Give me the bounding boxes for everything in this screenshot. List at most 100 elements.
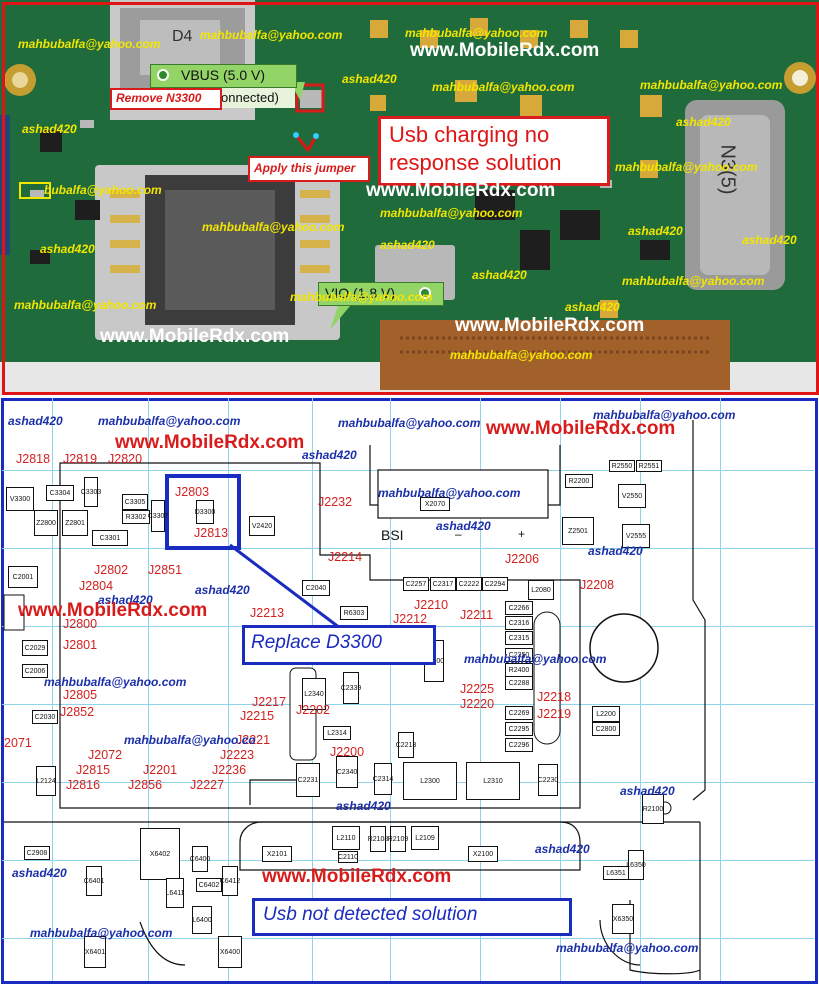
component: C2231	[296, 763, 320, 797]
watermark-email: mahbubalfa@yahoo.com	[30, 926, 173, 940]
component: C2295	[505, 722, 533, 736]
vbus-callout: VBUS (5.0 V)	[150, 64, 297, 88]
watermark-email: mahbubalfa@yahoo.com	[378, 486, 521, 500]
ref-label: J2217	[252, 695, 287, 709]
component: C2040	[302, 580, 330, 596]
watermark-site: www.MobileRdx.com	[115, 432, 305, 453]
component: X6350	[612, 904, 634, 934]
ref-label: J2214	[328, 550, 363, 564]
component: V3300	[6, 487, 34, 511]
component: L6400	[192, 906, 212, 934]
ref-label: 2071	[4, 736, 32, 750]
watermark-email: mahbubalfa@yahoo.com	[18, 37, 161, 51]
ref-label: J2221	[236, 733, 271, 747]
ref-label: J2072	[88, 748, 123, 762]
watermark-site: www.MobileRdx.com	[486, 418, 676, 439]
watermark-email: mahbubalfa@yahoo.com	[622, 274, 765, 288]
component: Z2801	[62, 510, 88, 536]
ref-label: J2813	[194, 526, 229, 540]
top-title-line1: Usb charging no	[389, 122, 550, 147]
ref-label: J2202	[296, 703, 331, 717]
watermark-email: mahbubalfa@yahoo.com	[290, 290, 433, 304]
component: V2420	[249, 516, 275, 536]
watermark-user: ashad420	[380, 238, 435, 252]
green-dot-icon	[157, 69, 169, 81]
watermark-email: mahbubalfa@yahoo.com	[200, 28, 343, 42]
ref-label: J2803	[175, 485, 210, 499]
component: D3300	[195, 500, 215, 524]
watermark-email: mahbubalfa@yahoo.com	[615, 160, 758, 174]
green-dot-icon	[419, 287, 431, 299]
ref-label: J2818	[16, 452, 51, 466]
jumper-callout: Apply this jumper	[248, 156, 370, 182]
watermark-site: www.MobileRdx.com	[410, 40, 600, 61]
component: C2288	[505, 676, 533, 690]
component: C3303	[81, 477, 101, 507]
ref-label: J2208	[580, 578, 615, 592]
ref-label: J2819	[63, 452, 98, 466]
ref-label: J2820	[108, 452, 143, 466]
watermark-site: www.MobileRdx.com	[262, 866, 452, 887]
component: R2550	[609, 460, 635, 472]
watermark-email: mahbubalfa@yahoo.com	[202, 220, 345, 234]
watermark-user: ashad420	[535, 842, 590, 856]
ref-label: J2201	[143, 763, 178, 777]
component: Z2501	[562, 517, 594, 545]
component: C2266	[505, 601, 533, 615]
watermark-email: mahbubalfa@yahoo.com	[640, 78, 783, 92]
watermark-email: mahbubalfa@yahoo.com	[405, 26, 548, 40]
watermark-email-partial: mahbubalfa@yahoo.co	[124, 733, 256, 747]
component: V2555	[622, 524, 650, 548]
bottom-title-box: Usb not detected solution	[252, 898, 572, 936]
watermark-user: ashad420	[565, 300, 620, 314]
component: Z2800	[34, 510, 58, 536]
watermark-user: ashad420	[472, 268, 527, 282]
ref-label: J2232	[318, 495, 353, 509]
watermark-email: mahbubalfa@yahoo.com	[432, 80, 575, 94]
component: L2080	[528, 580, 554, 600]
component: C2250	[505, 648, 533, 662]
watermark-user: ashad420	[195, 583, 250, 597]
component: X2101	[262, 846, 292, 862]
component: C2110	[338, 851, 358, 863]
top-title-box: Usb charging no response solution	[378, 116, 610, 186]
component: L2340	[302, 678, 326, 710]
ref-label: J2211	[460, 608, 494, 622]
ref-label: J2227	[190, 778, 225, 792]
watermark-user: ashad420	[12, 866, 67, 880]
component: C2030	[32, 710, 58, 724]
component: C2222	[456, 577, 482, 591]
watermark-user: ashad420	[628, 224, 683, 238]
component: L2314	[323, 726, 351, 740]
top-title-line2: response solution	[389, 150, 562, 175]
component: C2294	[482, 577, 508, 591]
component: X6401	[84, 936, 106, 968]
ref-label: J2220	[460, 697, 495, 711]
component: X2100	[468, 846, 498, 862]
component: C2800	[592, 722, 620, 736]
watermark-site: www.MobileRdx.com	[455, 315, 645, 336]
component: R3302	[122, 510, 150, 524]
watermark-email: mahbubalfa@yahoo.com	[464, 652, 607, 666]
ref-label: J2213	[250, 606, 285, 620]
component: C2340	[336, 756, 358, 788]
watermark-user: ashad420	[620, 784, 675, 798]
watermark-site: www.MobileRdx.com	[366, 180, 556, 201]
component: X6402	[140, 828, 180, 880]
watermark-email: mahbubalfa@yahoo.com	[338, 416, 481, 430]
component: C2213	[396, 732, 416, 758]
component: C3305	[122, 494, 148, 510]
ref-label: J2210	[414, 598, 449, 612]
component: C3304	[46, 485, 74, 501]
component: R2551	[636, 460, 662, 472]
component: C2001	[8, 566, 38, 588]
ref-label: J2816	[66, 778, 101, 792]
ref-label: J2800	[63, 617, 98, 631]
ref-label: J2804	[79, 579, 114, 593]
replace-callout: Replace D3300	[242, 625, 436, 665]
component: C6401	[84, 866, 104, 896]
watermark-user: ashad420	[336, 799, 391, 813]
ref-label: J2805	[63, 688, 98, 702]
watermark-email: mahbubalfa@yahoo.com	[450, 348, 593, 362]
